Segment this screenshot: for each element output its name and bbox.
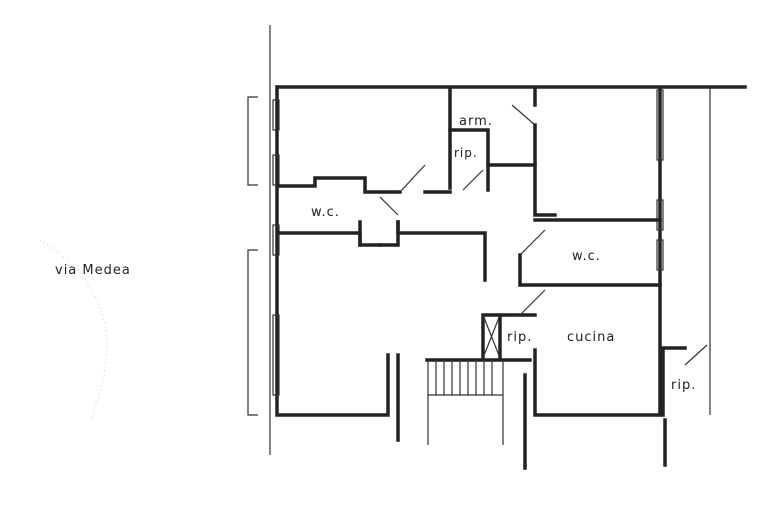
room-label-cucina: cucina <box>567 330 616 345</box>
room-label-arm: arm. <box>459 114 493 129</box>
shaft-cross <box>482 314 501 359</box>
doors <box>379 104 708 366</box>
room-label-rip-3: rip. <box>671 378 697 393</box>
interior-walls <box>276 86 711 417</box>
room-label-wc: w.c. <box>311 205 340 220</box>
dimension-bracket-upper <box>247 96 258 186</box>
street-arc <box>39 239 108 421</box>
staircase <box>425 358 532 445</box>
room-label-wc-2: w.c. <box>572 249 601 264</box>
room-label-rip: rip. <box>454 146 478 160</box>
dimension-bracket-lower <box>247 249 258 416</box>
street-label: via Medea <box>55 263 131 278</box>
exterior-walls <box>275 85 747 470</box>
window-marks <box>272 89 664 396</box>
room-label-rip-2: rip. <box>507 330 533 345</box>
